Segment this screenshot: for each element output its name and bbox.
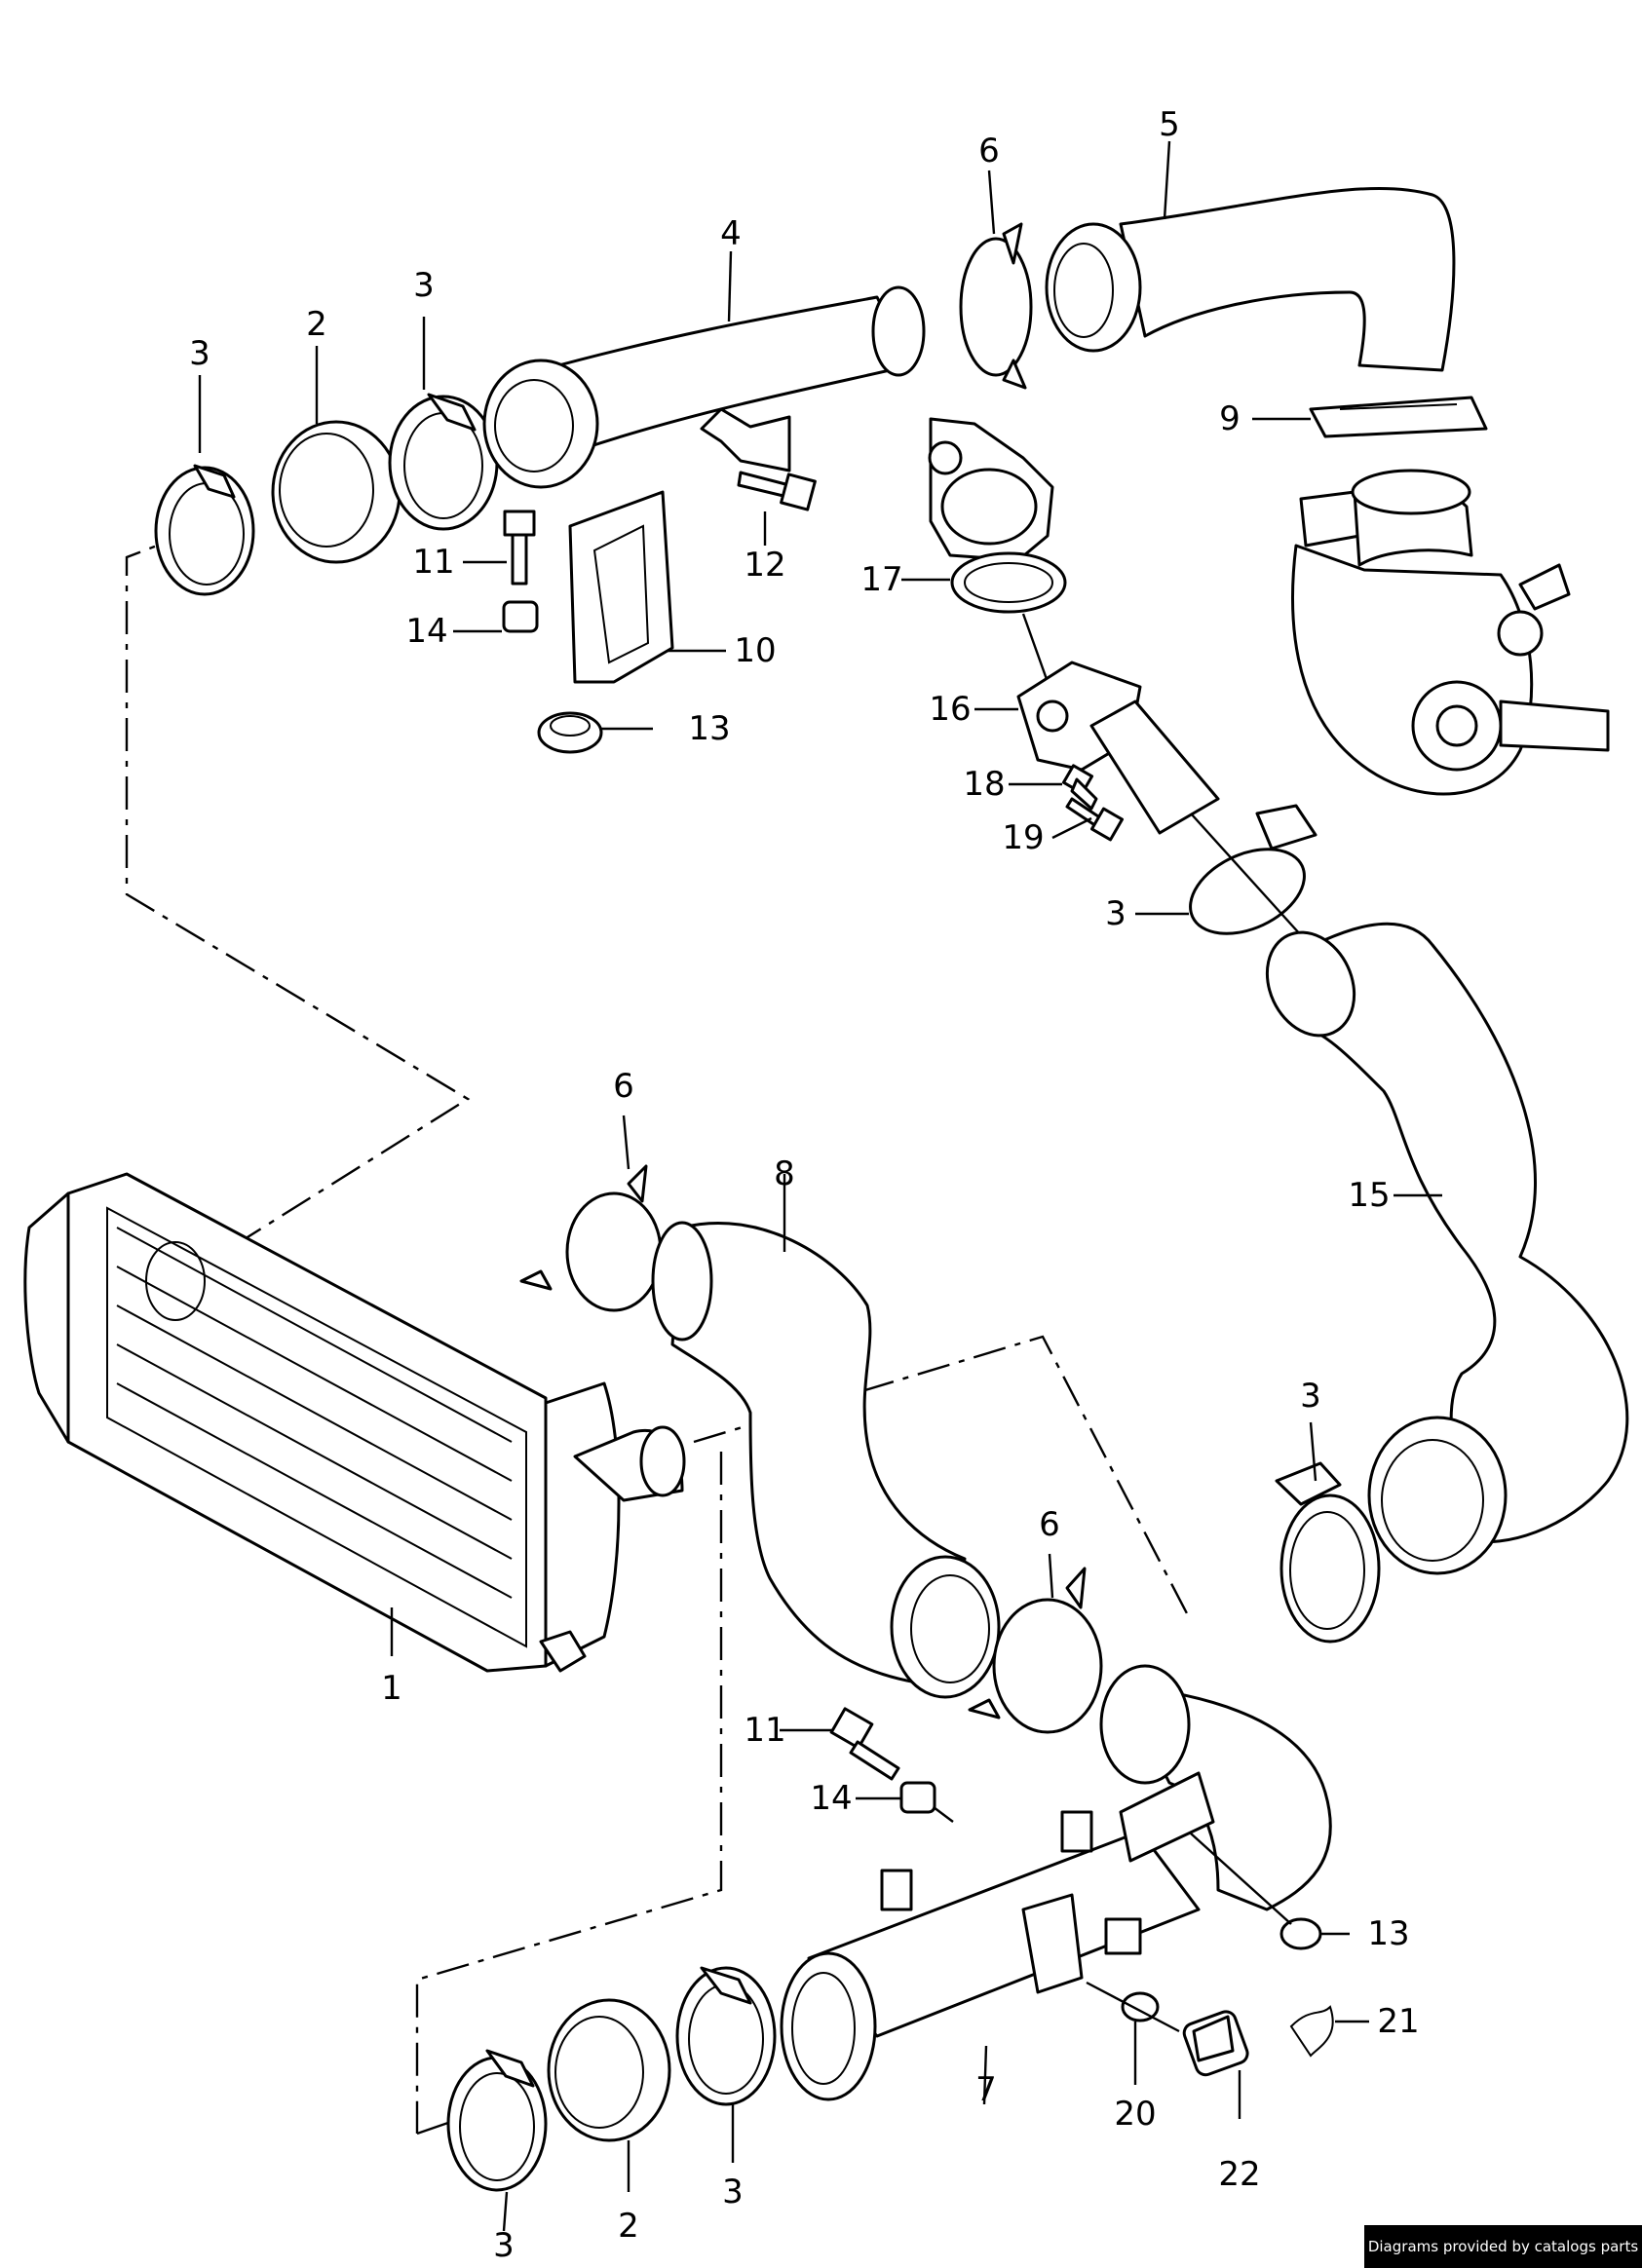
callout-15: 15: [1348, 1176, 1390, 1215]
charge-air-pipe-lower: [780, 1664, 1332, 2101]
intercooler: [23, 1172, 686, 1673]
callout-6: 6: [978, 132, 1000, 170]
callout-20: 20: [1114, 2095, 1156, 2134]
hose-8: [651, 1221, 1001, 1699]
callout-7: 7: [975, 2070, 997, 2109]
connector-21: [1289, 2005, 1334, 2058]
callout-3: 3: [722, 2173, 744, 2211]
sensor-22: [1182, 2010, 1249, 2077]
callout-11: 11: [412, 543, 454, 582]
bush-14-lower: [899, 1781, 936, 1814]
hose-clamp-right-lower: [1275, 1461, 1381, 1644]
hose-15: [1265, 922, 1629, 1575]
callout-3: 3: [413, 266, 435, 305]
bracket: [568, 490, 674, 684]
sleeve-upper: [271, 420, 401, 564]
hose-clamp-upper-middle: [388, 393, 499, 531]
spring-clamp-middle: [519, 1164, 663, 1312]
hose-clamp-lower-left: [446, 2049, 548, 2192]
callout-13: 13: [1367, 1914, 1409, 1953]
callout-3: 3: [1300, 1377, 1321, 1416]
hose-clamp-upper-left: [154, 464, 255, 596]
callout-6: 6: [1039, 1505, 1060, 1544]
callout-18: 18: [963, 765, 1005, 804]
bolt-11-lower: [829, 1707, 900, 1781]
callout-10: 10: [734, 631, 776, 670]
bush-14-upper: [502, 600, 539, 633]
spring-clamp-upper: [959, 222, 1033, 390]
seal-20: [1121, 1991, 1160, 2022]
callout-2: 2: [306, 305, 327, 344]
callout-4: 4: [720, 214, 742, 253]
credit-banner: Diagrams provided by catalogs parts: [1364, 2225, 1642, 2268]
leader-lines: [198, 140, 1442, 2232]
callout-8: 8: [774, 1154, 795, 1193]
callout-16: 16: [929, 690, 971, 729]
callout-11: 11: [744, 1711, 785, 1750]
clamp-9: [1309, 396, 1488, 438]
sleeve-lower: [547, 1998, 671, 2142]
callout-9: 9: [1219, 399, 1241, 438]
callout-labels: 5 6 4 3 2 3 9 12 11 17 14 10 16 13 18 19…: [189, 105, 1419, 2265]
charge-air-pipe-upper: [482, 285, 926, 489]
gasket-17: [950, 551, 1067, 614]
callout-12: 12: [744, 546, 785, 585]
pipe-16: [1016, 661, 1220, 835]
callout-14: 14: [405, 612, 447, 651]
callout-17: 17: [860, 560, 902, 599]
bolt-19: [1065, 797, 1125, 842]
callout-3: 3: [493, 2226, 515, 2265]
callout-1: 1: [381, 1669, 402, 1708]
bolt-11-upper: [503, 510, 536, 586]
hose-clamp-lower-right: [675, 1966, 777, 2106]
callout-3: 3: [189, 334, 210, 373]
callout-2: 2: [618, 2207, 639, 2246]
spring-clamp-lower: [968, 1567, 1103, 1734]
bolt-12: [737, 471, 817, 511]
hose-clamp-right-upper: [1189, 804, 1317, 935]
callout-22: 22: [1218, 2155, 1260, 2194]
callout-6: 6: [613, 1067, 634, 1106]
hose-turbo-elbow: [1045, 186, 1456, 372]
flange-with-gasket: [928, 417, 1054, 562]
turbocharger: [1291, 469, 1610, 796]
callout-14: 14: [810, 1779, 852, 1818]
grommet-13-lower: [1279, 1917, 1322, 1950]
grommet-13-upper: [537, 711, 603, 754]
callout-21: 21: [1377, 2002, 1419, 2041]
callout-5: 5: [1159, 105, 1180, 144]
callout-13: 13: [688, 709, 730, 748]
callout-3: 3: [1105, 894, 1126, 933]
callout-19: 19: [1002, 818, 1044, 857]
